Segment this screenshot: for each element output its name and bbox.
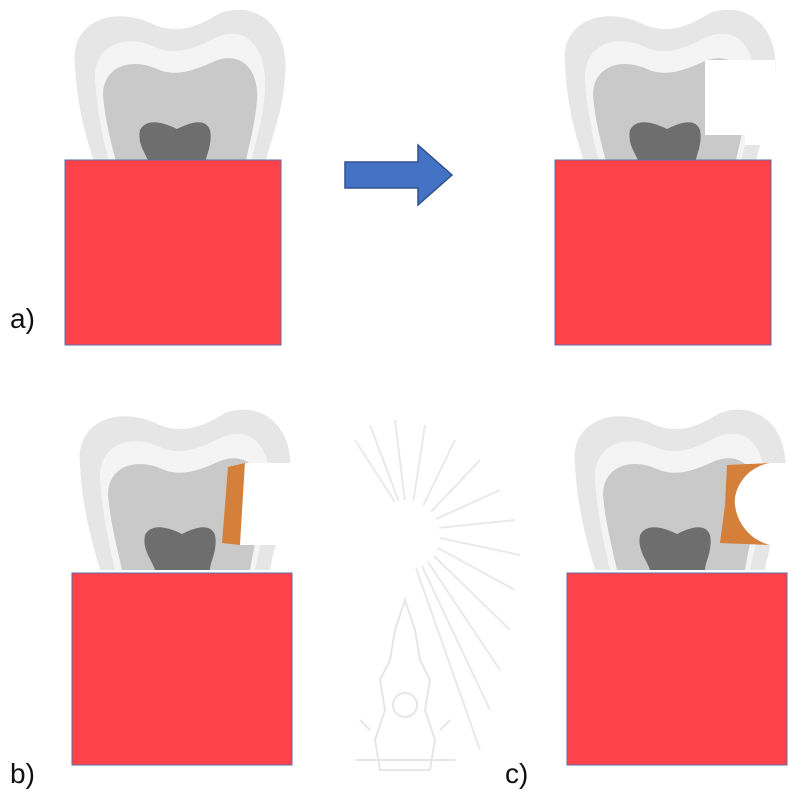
red-block [65,160,281,345]
tooth-panel-a-after [545,5,785,365]
tooth-diagram [545,5,785,365]
label-a: a) [10,305,35,333]
cavity-preparation [705,60,775,145]
label-b: b) [10,760,35,788]
red-block [567,573,787,765]
tooth-diagram [55,5,295,365]
tooth-diagram [555,405,789,765]
red-block [72,573,292,765]
university-emblem-watermark [350,420,520,795]
pulp [144,527,215,570]
tooth-panel-b [60,405,300,765]
red-block [555,160,771,345]
label-c: c) [505,760,528,788]
pulp [639,527,710,570]
tooth-panel-a-before [55,5,295,365]
right-arrow-icon [340,140,460,210]
pulp [629,122,700,165]
pulp [139,122,210,165]
tooth-panel-c [555,405,789,765]
tooth-crown [75,10,286,165]
tooth-diagram [60,405,300,765]
cavity-preparation [240,463,300,545]
